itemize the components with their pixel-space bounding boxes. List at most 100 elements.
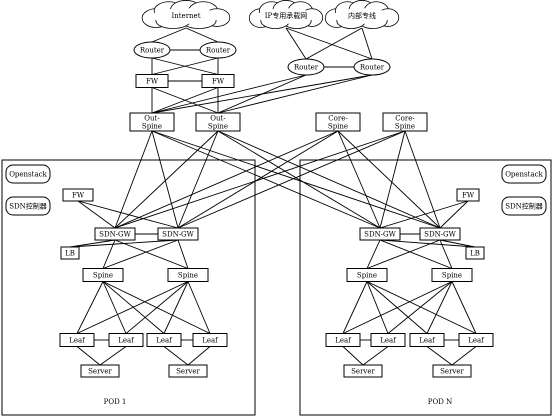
podn-server-1: Server [343, 364, 383, 378]
spine-gw-link [114, 130, 153, 229]
pod1-server-2-label: Server [176, 368, 200, 376]
spine-leaf-link [342, 281, 368, 334]
pod1-spine-1-box [82, 268, 124, 282]
firewall-1: FW [135, 74, 169, 88]
router-ip-network-label: Router [294, 64, 319, 72]
pod1-leaf-1-box [59, 333, 95, 347]
link-line [114, 239, 189, 269]
pod1-server-2: Server [168, 364, 208, 378]
pod1-spine-2-label: Spine [178, 272, 198, 280]
pod1-frame [1, 159, 256, 416]
podn-firewall-box [456, 188, 480, 202]
link-line [451, 346, 477, 366]
router-internet-2: Router [199, 41, 237, 59]
link-line [426, 346, 453, 366]
router-ip-network: Router [287, 58, 325, 76]
link-line [77, 200, 116, 229]
link-line [102, 239, 116, 269]
link-line [177, 239, 189, 269]
podn-server-2: Server [432, 364, 472, 378]
spine-leaf-link [187, 281, 211, 334]
link-line [151, 87, 219, 114]
ip-private-network-cloud-fill [257, 8, 315, 24]
podn-leaf-3: Leaf [409, 333, 445, 347]
internet-cloud: Internet [141, 0, 231, 29]
firewall-2-label: FW [212, 78, 225, 86]
core-spine-2-label-line1: Core- [395, 115, 415, 123]
spine-gw-link [379, 130, 406, 229]
link-line [379, 239, 453, 269]
link-line [379, 200, 469, 229]
core-spine-1-box [315, 112, 361, 132]
spine-leaf-link [102, 281, 127, 334]
connection-lines [69, 27, 477, 366]
spine-gw-link [151, 130, 381, 229]
router-internet-1: Router [133, 41, 171, 59]
firewall-1-box [135, 74, 169, 88]
internet-cloud-label: Internet [171, 12, 200, 20]
podn-spine-2-label: Spine [442, 272, 462, 280]
spine-leaf-link [76, 281, 189, 334]
podn-spine-1-box [346, 268, 388, 282]
spine-leaf-link [76, 281, 104, 334]
pod1-leaf-4-label: Leaf [202, 337, 219, 345]
link-line [361, 27, 373, 60]
spine-gw-link [114, 130, 339, 229]
podn-sdn-gw-1-box [359, 227, 401, 241]
podn-sdn-gw-2-label: SDN-GW [424, 231, 456, 239]
link-line [285, 27, 307, 60]
podn-sdn-gw-1-label: SDN-GW [364, 231, 396, 239]
link-line [151, 74, 307, 114]
spine-gw-link [151, 130, 441, 229]
spine-leaf-link [426, 281, 453, 334]
link-line [305, 27, 363, 60]
podn-sdn-gw-2-box [419, 227, 461, 241]
link-line [285, 27, 373, 60]
link-line [102, 239, 179, 269]
pod1-leaf-3: Leaf [146, 333, 182, 347]
spine-leaf-link [366, 281, 477, 334]
pod1-leaf-3-label: Leaf [156, 337, 173, 345]
spine-gw-link [217, 130, 381, 229]
pod1-sdn-controller-label: SDN控制器 [9, 202, 47, 211]
pod1-sdn-gw-2: SDN-GW [157, 227, 199, 241]
core-spine-2-label-line2: Spine [395, 123, 415, 131]
podn-leaf-2: Leaf [370, 333, 406, 347]
podn-leaf-4-box [458, 333, 494, 347]
internal-line-cloud: 内部专线 [324, 0, 400, 29]
out-spine-2-label-line2: Spine [208, 123, 228, 131]
pod1-load-balancer-box [60, 246, 80, 260]
spine-leaf-link [125, 281, 189, 334]
link-line [342, 346, 364, 366]
podn-leaf-3-label: Leaf [419, 337, 436, 345]
spine-gw-link [151, 130, 179, 229]
link-line [366, 239, 381, 269]
router-internet-1-label: Router [140, 47, 165, 55]
link-line [76, 346, 101, 366]
spine-gw-link [404, 130, 441, 229]
podn-load-balancer-box [465, 246, 485, 260]
pod1-openstack-label: Openstack [9, 171, 47, 179]
spine-gw-link [114, 130, 406, 229]
spine-leaf-link [342, 281, 453, 334]
podn-firewall: FW [456, 188, 480, 202]
pod1-sdn-gw-2-box [157, 227, 199, 241]
pod1-sdn-controller: SDN控制器 [5, 196, 51, 216]
pod1-sdn-gw-1-label: SDN-GW [99, 231, 131, 239]
podn-leaf-2-box [370, 333, 406, 347]
pod1-openstack-box [5, 164, 51, 184]
link-line [366, 239, 441, 269]
spine-leaf-link [366, 281, 389, 334]
link-line [439, 239, 476, 248]
podn-spine-2-box [431, 268, 473, 282]
link-line [77, 200, 179, 229]
router-internet-1-shape [133, 41, 171, 59]
podn-openstack-label: Openstack [505, 171, 543, 179]
podn-load-balancer-label: LB [470, 250, 480, 258]
router-internet-2-label: Router [206, 47, 231, 55]
firewall-2-box [201, 74, 235, 88]
pod1-sdn-gw-1: SDN-GW [94, 227, 136, 241]
pod1-label: POD 1 [104, 398, 127, 406]
pod1-sdn-controller-box [5, 196, 51, 216]
